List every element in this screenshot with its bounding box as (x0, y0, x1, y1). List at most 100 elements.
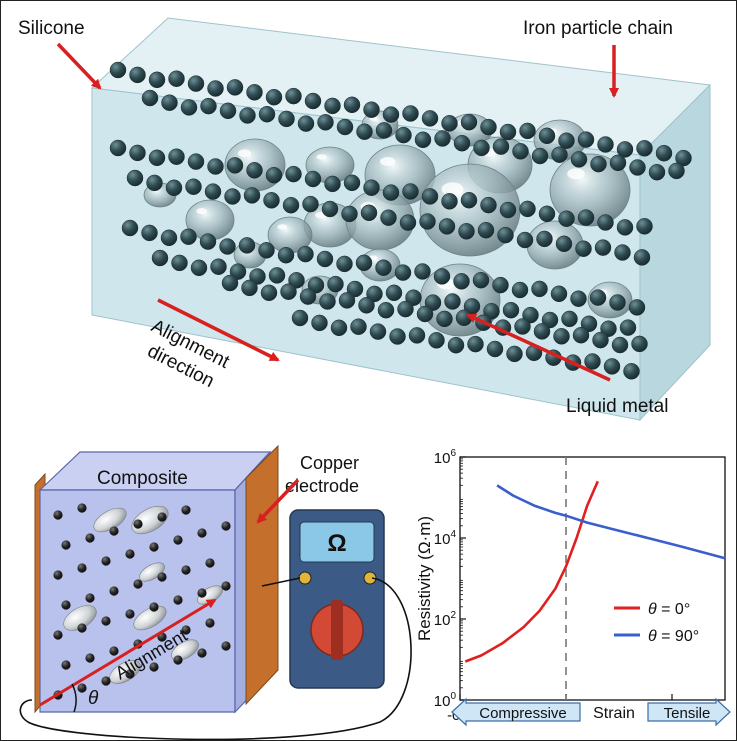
iron-particle (531, 147, 549, 165)
iron-particle (455, 309, 473, 327)
iron-particle (126, 169, 144, 187)
iron-particle (350, 318, 367, 335)
iron-particle (570, 151, 588, 168)
wire-loop (19, 577, 412, 741)
chart-legend: θ = 0°θ = 90° (614, 601, 699, 645)
iron-particle (282, 196, 300, 214)
droplet-highlight (237, 149, 252, 158)
iron-particle (453, 273, 470, 290)
composite-particle (181, 565, 191, 575)
iron-particle (358, 297, 375, 314)
electrode-label-line2: electrode (285, 476, 359, 496)
iron-particle (522, 306, 539, 324)
iron-particle (360, 204, 378, 222)
iron-particle (338, 292, 356, 309)
iron-particle (628, 299, 646, 316)
iron-particle (304, 170, 322, 188)
iron-particle (514, 318, 531, 335)
iron-particle (594, 239, 612, 256)
composite-droplet (133, 605, 167, 631)
iron-particle (210, 258, 227, 275)
iron-particle (499, 201, 517, 219)
iron-particle (363, 179, 380, 196)
selector-knob (331, 600, 343, 660)
composite-particle (221, 581, 231, 591)
composite-particle (173, 595, 183, 605)
multimeter: Ω (289, 509, 385, 689)
composite-particle (61, 540, 71, 550)
droplet-highlight (277, 224, 288, 230)
y-axis-label: Resistivity (Ω·m) (415, 516, 434, 641)
iron-particle (434, 130, 451, 147)
iron-particle (597, 136, 614, 153)
iron-particle (499, 123, 517, 141)
iron-particle (497, 226, 514, 244)
iron-particle (614, 244, 631, 261)
composite-particle (109, 646, 119, 656)
iron-particle-chains (109, 61, 692, 380)
series-line (496, 484, 726, 560)
iron-particle (151, 249, 169, 267)
chart-ticks: -0.100.1100102104106 (434, 448, 683, 724)
iron-particle (141, 224, 158, 242)
iron-particle (316, 250, 334, 268)
composite-label: Composite (97, 468, 188, 489)
iron-particle (366, 285, 383, 303)
iron-particle (327, 275, 344, 293)
iron-particle (486, 340, 504, 358)
iron-particle (187, 153, 205, 170)
strain-axis-bar: Compressive Strain Tensile (451, 697, 731, 727)
iron-particle (512, 143, 529, 160)
iron-particle (416, 305, 434, 323)
iron-particle (580, 315, 598, 333)
iron-particle (405, 289, 422, 306)
iron-particle (516, 231, 534, 249)
iron-particle (285, 87, 302, 105)
composite-particle (133, 579, 143, 589)
droplet-highlight (441, 182, 464, 197)
silicone-arrow (56, 42, 102, 90)
iron-particle (477, 221, 495, 239)
iron-particle (424, 294, 442, 311)
iron-particle (109, 61, 127, 79)
iron-particle (200, 97, 217, 115)
y-tick-label: 104 (434, 529, 457, 548)
tensile-label: Tensile (664, 705, 711, 722)
legend-entry: θ = 0° (648, 601, 690, 618)
iron-particle (648, 163, 666, 181)
iron-particle (109, 139, 127, 157)
composite-particle (77, 623, 87, 633)
alignment-direction-arrow (157, 298, 280, 362)
iron-particle (436, 310, 453, 328)
iron-particle (577, 131, 595, 148)
iron-particle (480, 118, 497, 136)
iron-particle (433, 268, 451, 285)
iron-particle (502, 301, 520, 319)
droplet-highlight (316, 154, 327, 160)
iron-particle (421, 110, 439, 127)
iron-particle (458, 223, 475, 240)
iron-particle (668, 162, 685, 180)
iron-particle (268, 267, 286, 284)
iron-particle (402, 183, 419, 200)
composite-particle (125, 549, 135, 559)
silicone-label: Silicone (18, 18, 85, 39)
y-tick-label: 100 (434, 691, 457, 710)
iron-particle (438, 218, 456, 235)
iron-particle (619, 319, 637, 336)
iron-particle (307, 276, 325, 294)
iron-particle (592, 331, 609, 349)
iron-particle (589, 289, 607, 306)
iron-particle (408, 327, 426, 344)
iron-particle (356, 123, 373, 140)
iron-particle (297, 115, 315, 132)
iron-particle (467, 335, 484, 353)
composite-particles (53, 503, 231, 700)
iron-particle (453, 134, 471, 152)
iron-particle (519, 122, 536, 140)
compressive-label: Compressive (479, 705, 567, 722)
composite-particle (173, 655, 183, 665)
composite-particle (149, 542, 159, 552)
iron-particle (265, 88, 283, 106)
